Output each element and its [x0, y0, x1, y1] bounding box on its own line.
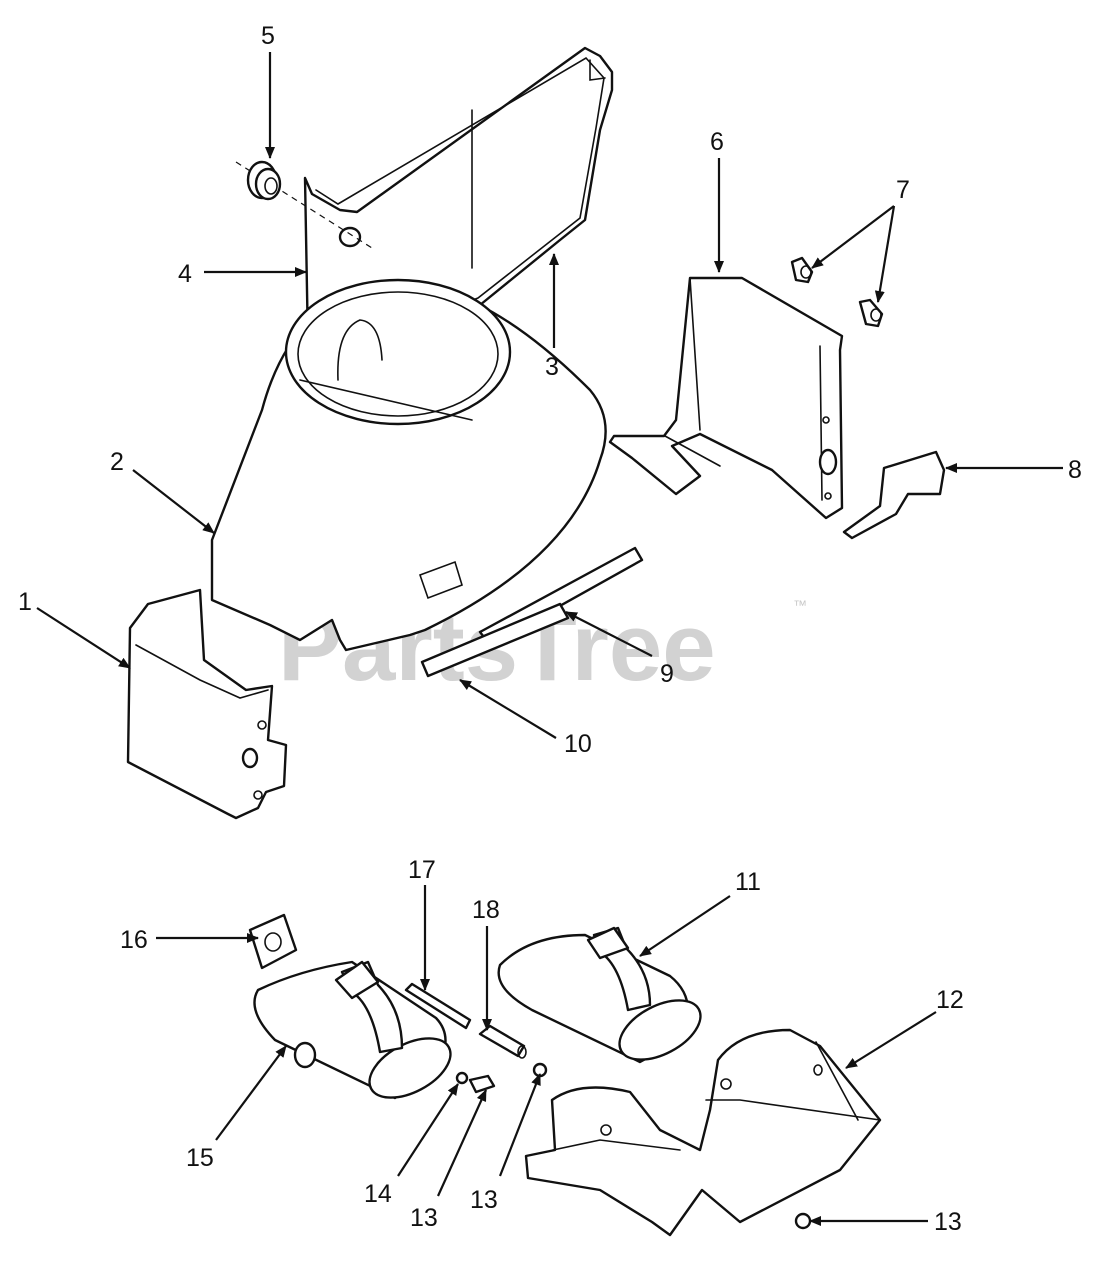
part-rod: [404, 982, 472, 1030]
callout-15: 14: [364, 1180, 392, 1208]
callout-13-upper: 13: [470, 1186, 498, 1214]
watermark-trademark: ™: [793, 597, 807, 613]
part-bracket: [842, 450, 946, 540]
callout-18: 17: [408, 856, 436, 884]
callout-11: 11: [735, 868, 761, 896]
callout-numbers: 5 4 3 6 7 8 2 1 9 10 11 12 17 18 16 15 1…: [18, 22, 1082, 1236]
part-bolt-14: [468, 1074, 496, 1094]
callout-9: 9: [660, 660, 674, 688]
callout-19: 18: [472, 896, 500, 924]
callout-3: 3: [545, 353, 559, 381]
leader-lines: [36, 52, 1063, 1226]
part-gasket: [248, 913, 298, 970]
callout-10: 10: [564, 730, 592, 758]
part-blower-housing: [210, 278, 607, 652]
part-muffler-left: [253, 960, 452, 1100]
part-muffler-right: [497, 926, 702, 1064]
callout-8: 8: [1068, 456, 1082, 484]
callout-16: 15: [186, 1144, 214, 1172]
callout-2: 2: [110, 448, 124, 476]
callout-6: 6: [710, 128, 724, 156]
callout-17: 16: [120, 926, 148, 954]
callout-4: 4: [178, 260, 192, 288]
callout-7: 7: [896, 176, 910, 204]
callout-13-lower: 13: [934, 1208, 962, 1236]
part-pin: [478, 1024, 527, 1059]
part-nut-13-lower: [794, 1212, 812, 1230]
part-grommet: [235, 160, 373, 249]
callout-12: 12: [936, 986, 964, 1014]
part-rear-baffle: [608, 276, 844, 520]
callout-1: 1: [18, 588, 32, 616]
part-clips: [790, 256, 884, 328]
callout-14: 13: [410, 1204, 438, 1232]
callout-5: 5: [261, 22, 275, 50]
part-side-shield: [126, 588, 288, 820]
part-exhaust-shield: [524, 1028, 882, 1237]
part-nut-15: [455, 1071, 469, 1085]
